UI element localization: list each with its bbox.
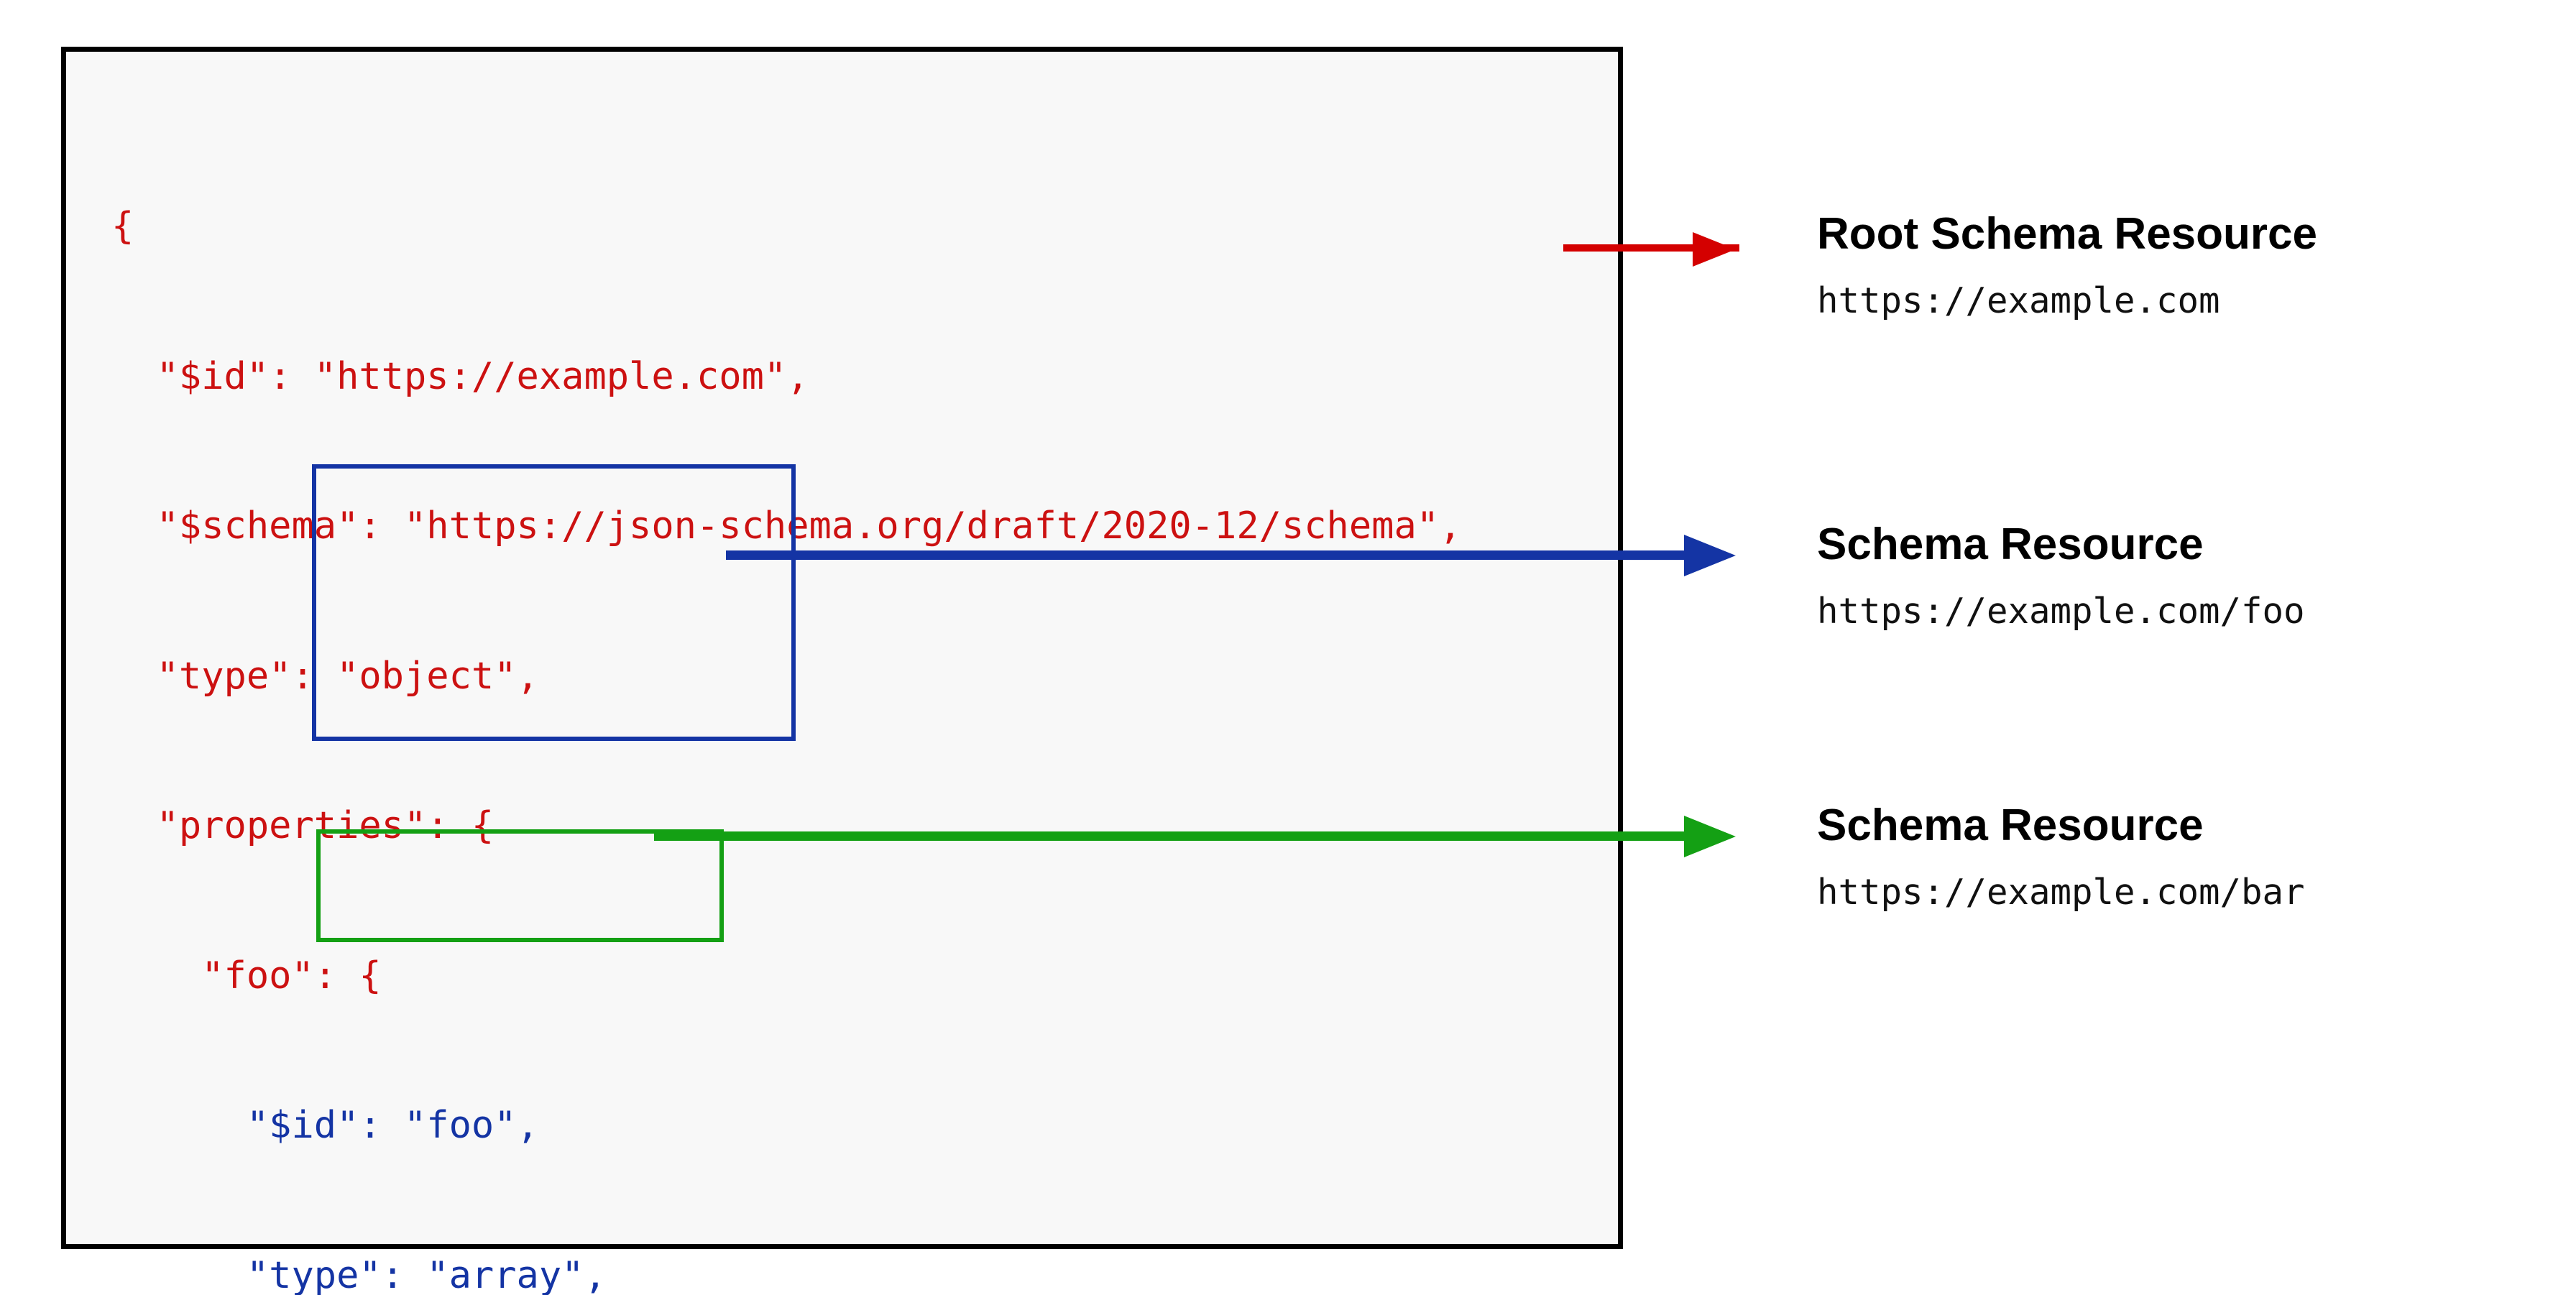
code-line-0: { [111,205,134,248]
legend-title-foo-schema: Schema Resource [1817,520,2204,569]
legend-entry-foo-schema: Schema Resource https://example.com/foo [1817,519,2305,634]
legend-entry-root-schema: Root Schema Resource https://example.com [1817,208,2317,323]
root-schema-arrow-head-icon [1693,232,1736,267]
legend-entry-bar-schema: Schema Resource https://example.com/bar [1817,800,2305,915]
legend-url-bar-schema: https://example.com/bar [1817,872,2305,913]
legend-url-root-schema: https://example.com [1817,280,2220,321]
legend-title-bar-schema: Schema Resource [1817,801,2204,850]
foo-schema-arrow-head-icon [1684,535,1736,576]
legend-url-foo-schema: https://example.com/foo [1817,591,2305,632]
code-line-6: "$id": "foo", [111,1104,539,1147]
code-line-2: "$schema": "https://json-schema.org/draf… [111,504,1462,548]
bar-schema-arrow-line [654,831,1700,841]
code-line-7: "type": "array", [111,1253,607,1295]
json-code-block: { "$id": "https://example.com", "$schema… [111,102,1461,1295]
foo-schema-arrow-line [726,550,1700,560]
bar-schema-arrow-head-icon [1684,816,1736,857]
code-line-3: "type": "object", [111,654,539,698]
code-line-4: "properties": { [111,804,494,847]
code-line-1: "$id": "https://example.com", [111,354,809,398]
root-schema-arrow-line [1563,244,1739,252]
code-line-5: "foo": { [111,954,382,997]
legend-title-root-schema: Root Schema Resource [1817,209,2317,259]
json-schema-code-panel: { "$id": "https://example.com", "$schema… [61,47,1623,1295]
